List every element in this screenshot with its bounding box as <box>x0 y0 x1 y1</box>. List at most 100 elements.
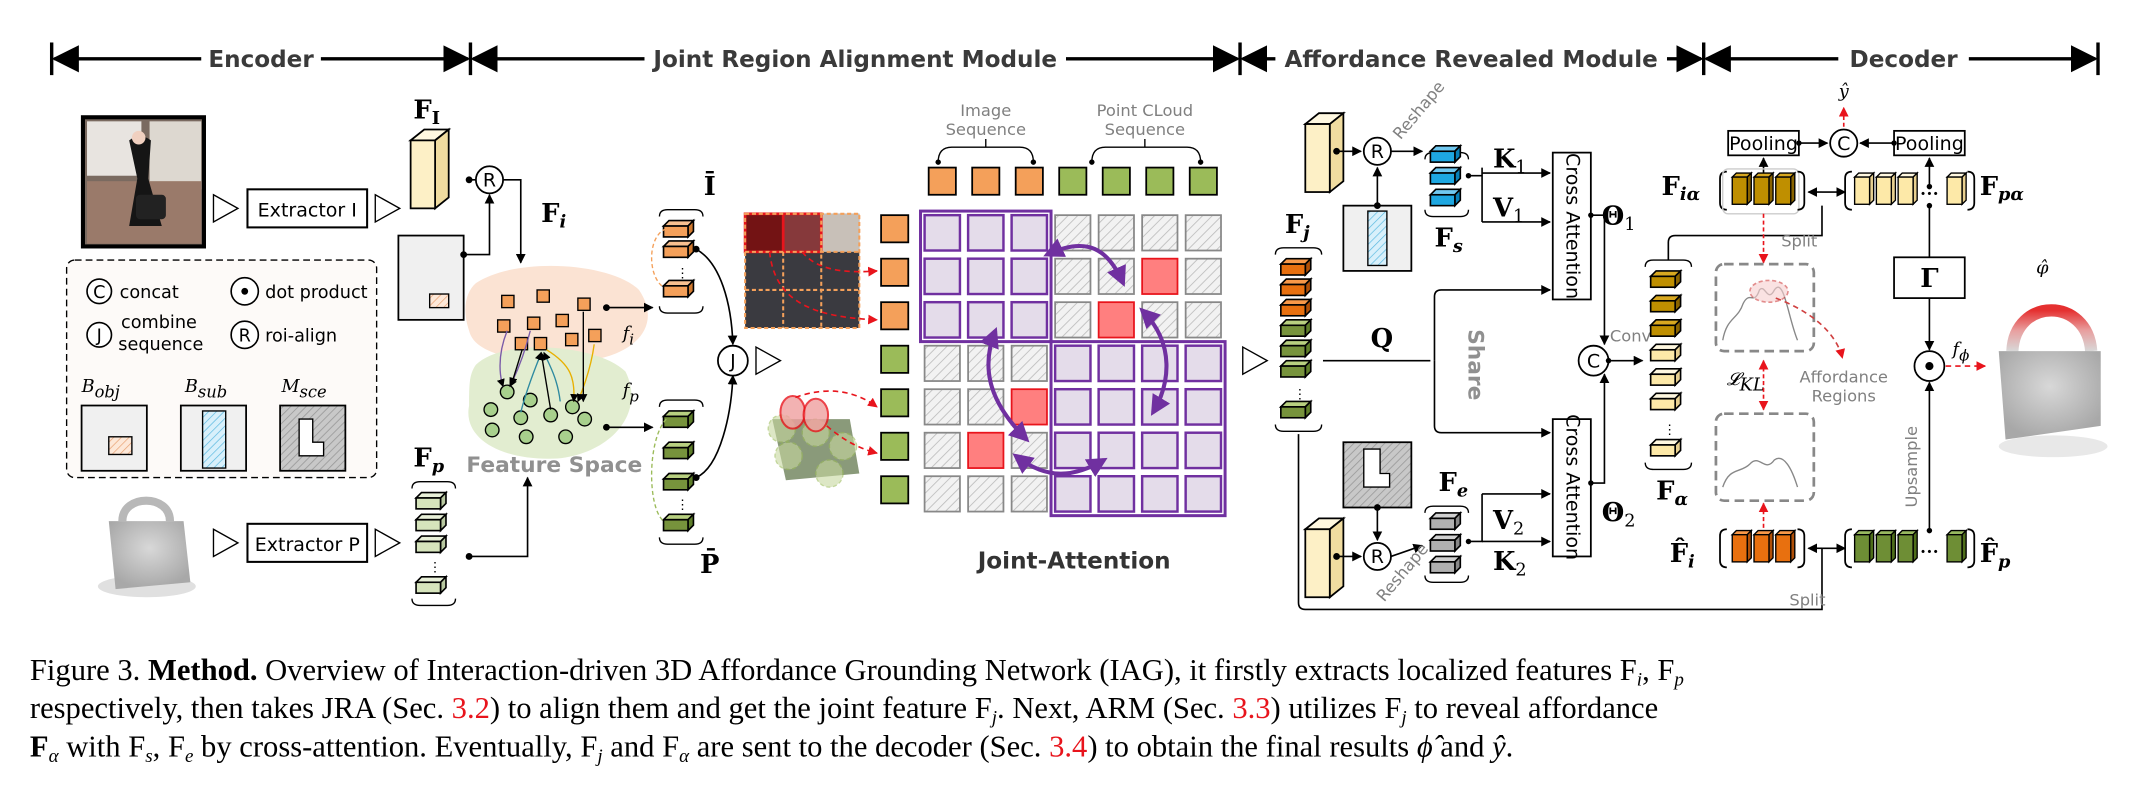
section-arm: Affordance Revealed Module <box>1285 47 1658 73</box>
f-i-label: fi <box>621 324 635 348</box>
svg-text:···: ··· <box>1920 542 1939 563</box>
cross-attention-box-2 <box>1551 418 1592 558</box>
image-sequence-label-2: Sequence <box>946 120 1026 139</box>
legend-combine-label: combine <box>121 313 197 333</box>
F-i-label: Fi <box>541 199 566 232</box>
attention-cell <box>923 213 962 252</box>
point-block <box>1049 340 1227 518</box>
affordance-regions-label-2: Regions <box>1812 386 1876 405</box>
attention-cell <box>923 344 961 382</box>
f-phi-label: fϕ <box>1951 340 1970 364</box>
attention-cell <box>1010 344 1048 382</box>
attention-cell <box>1053 387 1092 426</box>
attention-cell <box>1141 214 1179 252</box>
F-p-label: Fp <box>413 444 444 477</box>
attention-cell <box>1184 301 1222 339</box>
pointcloud-patches <box>767 394 860 488</box>
image-feature-cube <box>409 128 450 210</box>
attention-cell <box>1140 431 1179 470</box>
concat-symbol: C <box>1587 350 1600 372</box>
reshape-label-top: Reshape <box>1389 77 1448 143</box>
F-I-label: FI <box>413 96 440 129</box>
point-token <box>880 475 910 505</box>
share-label: Share <box>1462 329 1487 400</box>
section-decoder: Decoder <box>1850 47 1959 73</box>
concat-symbol: C <box>1837 133 1850 155</box>
distribution-box-bottom <box>1714 412 1816 503</box>
input-image <box>80 115 206 249</box>
attention-cell <box>967 388 1005 426</box>
attention-cell <box>966 300 1005 339</box>
image-token <box>971 166 1001 196</box>
V2-label: V2 <box>1492 506 1524 539</box>
sequence-tokens <box>880 166 1218 505</box>
point-token <box>880 344 910 374</box>
point-token <box>1145 166 1175 196</box>
legend-dot-label: dot product <box>265 283 368 303</box>
attention-cell <box>1010 213 1049 252</box>
legend-mask-obj: Bobj <box>81 377 120 401</box>
ref-link-3-3[interactable]: 3.3 <box>1232 691 1270 725</box>
attention-cell-highlight <box>967 431 1005 469</box>
svg-text:⋮: ⋮ <box>676 266 690 281</box>
attention-cell <box>1140 344 1179 383</box>
legend-mask-sce: Msce <box>280 377 326 401</box>
point-token <box>880 431 910 461</box>
point-token <box>1101 166 1131 196</box>
conv-label: Conv <box>1610 327 1652 346</box>
attention-cell <box>1053 431 1092 470</box>
legend-concat-symbol: C <box>93 283 105 303</box>
input-pointcloud <box>97 496 196 598</box>
svg-text:⋮: ⋮ <box>1663 422 1677 437</box>
legend-roi-symbol: R <box>239 327 251 347</box>
attention-cell-highlight <box>1097 301 1135 339</box>
attention-cell <box>1184 344 1223 383</box>
attention-cell <box>1054 257 1092 295</box>
attention-cell <box>966 257 1005 296</box>
cross-attention-box-1 <box>1551 151 1592 301</box>
legend-combine-label2: sequence <box>118 335 203 355</box>
attention-cell <box>923 257 962 296</box>
pooling-label-left: Pooling <box>1729 133 1798 155</box>
attention-cell <box>1097 344 1136 383</box>
attention-cell <box>1097 387 1136 426</box>
joint-attention-grid <box>919 209 1227 518</box>
legend-roi-label: roi-align <box>265 327 337 347</box>
attention-cell <box>967 344 1005 382</box>
pooling-box-left <box>1727 129 1800 157</box>
attention-cell <box>1097 431 1136 470</box>
extractor-p-label: Extractor P <box>255 534 360 556</box>
joint-attention-label: Joint-Attention <box>976 549 1171 575</box>
Q-label: Q <box>1371 324 1394 354</box>
gamma-box <box>1893 256 1966 299</box>
roi-symbol: R <box>483 170 496 192</box>
flow-arrow-icon <box>374 193 402 224</box>
attention-cell <box>923 300 962 339</box>
flow-arrow-icon <box>755 345 782 376</box>
flow-arrow-icon <box>212 193 240 224</box>
point-token <box>1188 166 1218 196</box>
legend-concat-label: concat <box>120 283 179 303</box>
flow-arrow-icon <box>1242 345 1269 376</box>
F-i-hat-label: F̂i <box>1670 538 1695 572</box>
correlation-arrow <box>979 326 1030 443</box>
ref-link-3-2[interactable]: 3.2 <box>452 691 490 725</box>
F-e-label: Fe <box>1439 468 1469 501</box>
svg-text:⋮: ⋮ <box>676 497 690 512</box>
section-headers <box>49 42 2100 76</box>
ref-link-3-4[interactable]: 3.4 <box>1049 729 1087 763</box>
attention-cell <box>1053 474 1092 513</box>
concat-node-decoder <box>1829 128 1859 158</box>
combine-node <box>717 344 749 377</box>
roi-symbol: R <box>1371 141 1384 163</box>
attention-cell <box>1097 257 1135 295</box>
phi-hat-label: φ̂ <box>2036 258 2049 279</box>
F-p-hat-label: F̂p <box>1980 538 2011 572</box>
cross-attention-label-2: Cross Attention <box>1561 414 1583 560</box>
split-label-bottom: Split <box>1789 590 1825 609</box>
point-token <box>1058 166 1088 196</box>
attention-cell <box>1184 431 1223 470</box>
output-affordance-pointcloud <box>1998 304 2108 458</box>
pointcloud-sequence-label: Point CLoud <box>1097 101 1193 120</box>
